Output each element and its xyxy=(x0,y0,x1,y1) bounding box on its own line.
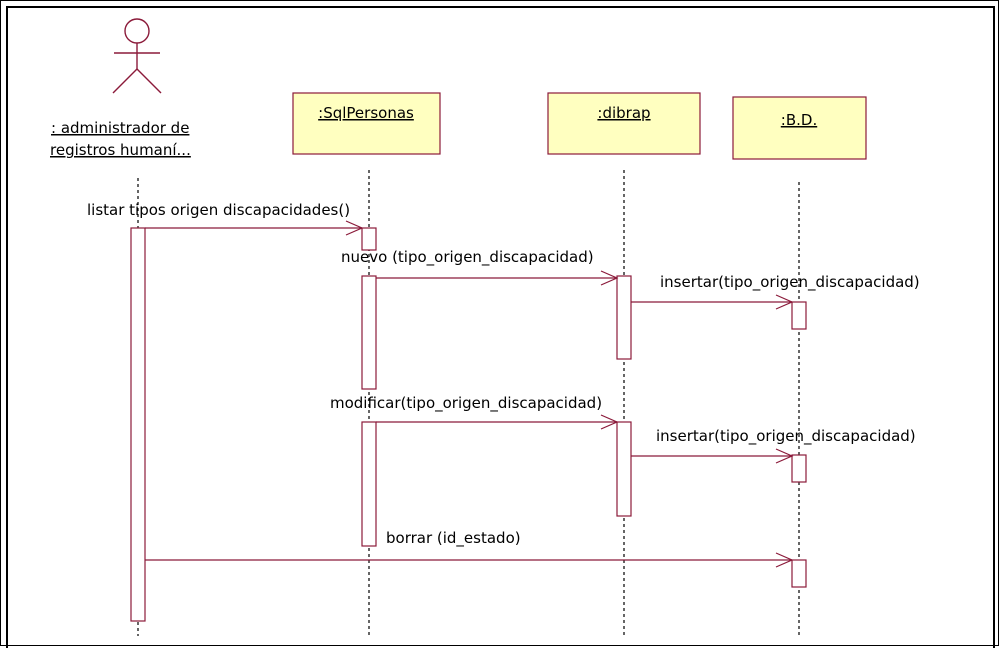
actor-label-line1: : administrador de xyxy=(51,119,189,137)
object-sqlpersonas-label: :SqlPersonas xyxy=(318,104,414,122)
activation-bd-1 xyxy=(791,301,807,330)
message-arrow-6[interactable] xyxy=(145,552,794,568)
actor-label-line2: registros humaní... xyxy=(50,141,191,159)
activation-dibrap-1 xyxy=(616,275,632,360)
message-label-2: nuevo (tipo_origen_discapacidad) xyxy=(341,248,594,267)
object-bd-label: :B.D. xyxy=(781,111,817,129)
message-label-5: insertar(tipo_origen_discapacidad) xyxy=(656,427,916,446)
activation-actor xyxy=(130,227,146,622)
activation-bd-3 xyxy=(791,559,807,588)
diagram-frame xyxy=(6,6,995,648)
object-dibrap-label: :dibrap xyxy=(597,104,650,122)
message-label-1: listar tipos origen discapacidades() xyxy=(87,201,350,219)
message-label-3: insertar(tipo_origen_discapacidad) xyxy=(660,273,920,292)
activation-bd-2 xyxy=(791,454,807,483)
object-bd[interactable]: :B.D. xyxy=(732,96,867,160)
object-dibrap[interactable]: :dibrap xyxy=(547,92,701,155)
activation-sqlpersonas-3 xyxy=(361,421,377,547)
activation-sqlpersonas-1 xyxy=(361,227,377,251)
message-arrow-1[interactable] xyxy=(145,220,364,236)
message-arrow-4[interactable] xyxy=(376,414,619,430)
activation-dibrap-2 xyxy=(616,421,632,517)
message-arrow-2[interactable] xyxy=(376,270,619,286)
message-label-4: modificar(tipo_origen_discapacidad) xyxy=(330,394,602,413)
object-sqlpersonas[interactable]: :SqlPersonas xyxy=(292,92,441,155)
message-label-6: borrar (id_estado) xyxy=(386,529,521,548)
message-arrow-3[interactable] xyxy=(631,294,794,310)
activation-sqlpersonas-2 xyxy=(361,275,377,390)
message-arrow-5[interactable] xyxy=(631,448,794,464)
actor-icon[interactable] xyxy=(112,18,162,94)
